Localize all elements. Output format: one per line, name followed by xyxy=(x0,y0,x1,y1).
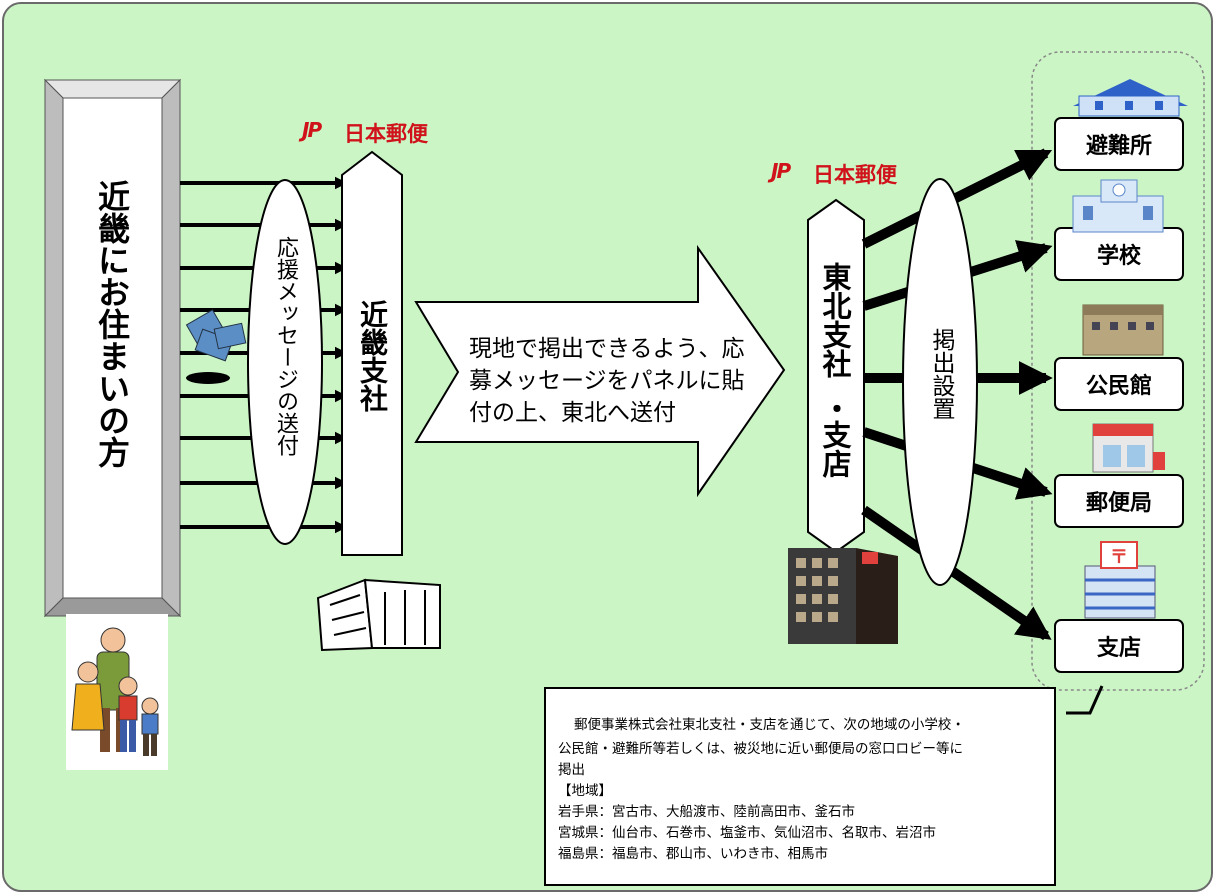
note-line-5: 岩手県：宮古市、大船渡市、陸前高田市、釜石市 xyxy=(558,804,855,820)
letters-icon xyxy=(185,309,247,384)
branch-store-icon: 〒 xyxy=(1084,541,1156,619)
tohoku-branch-shape xyxy=(807,198,865,554)
kinki-branch-shape xyxy=(341,150,403,556)
kinki-building-icon xyxy=(316,578,441,652)
tohoku-branch-label: 東北支社 xyxy=(818,262,852,378)
family-image xyxy=(66,614,168,770)
japan-post-mark-left: JP xyxy=(302,118,322,142)
destination-community-hall: 公民館 xyxy=(1085,374,1152,399)
oval-right xyxy=(902,178,978,586)
oval-right-label: 掲出設置 xyxy=(928,328,954,420)
shelter-icon xyxy=(1073,79,1188,117)
note-line-3: 掲出 xyxy=(558,762,585,778)
big-arrow-line-1: 現地で掲出できるよう、応 xyxy=(469,336,745,362)
big-arrow-line-3: 付の上、東北へ送付 xyxy=(469,400,676,426)
japan-post-logo-left: 日本郵便 xyxy=(344,122,428,146)
source-label: 近畿にお住まいの方 xyxy=(93,180,131,468)
tohoku-building-icon xyxy=(788,548,898,644)
community-hall-icon xyxy=(1082,304,1164,356)
oval-left-label: 応援メッセージの送付 xyxy=(273,236,298,456)
destination-school: 学校 xyxy=(1096,244,1141,269)
note-line-4: 【地域】 xyxy=(558,783,612,799)
note-pointer xyxy=(1066,685,1104,715)
japan-post-logo-right: 日本郵便 xyxy=(813,163,897,187)
note-line-1: 郵便事業株式会社東北支社・支店を通じて、次の地域の小学校・ xyxy=(574,717,965,733)
note-line-7: 福島県：福島市、郡山市、いわき市、相馬市 xyxy=(558,846,828,862)
school-icon xyxy=(1072,179,1164,233)
post-office-icon xyxy=(1092,423,1165,473)
big-arrow xyxy=(414,244,786,498)
oval-left xyxy=(247,179,323,545)
big-arrow-text: 現地で掲出できるよう、応 募メッセージをパネルに貼 付の上、東北へ送付 xyxy=(469,333,745,429)
japan-post-mark-right: JP xyxy=(771,159,791,183)
note-line-2: 公民館・避難所等若しくは、被災地に近い郵便局の窓口ロビー等に xyxy=(558,741,963,757)
tohoku-dot: ・ xyxy=(818,394,852,423)
note-box xyxy=(544,687,1056,886)
note-line-6: 宮城県：仙台市、石巻市、塩釜市、気仙沼市、名取市、岩沼市 xyxy=(558,825,936,841)
source-box xyxy=(43,78,182,618)
destination-boxes xyxy=(1054,117,1184,673)
destination-branch: 支店 xyxy=(1096,636,1141,661)
svg-text:〒: 〒 xyxy=(1110,547,1128,568)
destination-shelter: 避難所 xyxy=(1085,134,1152,159)
big-arrow-line-2: 募メッセージをパネルに貼 xyxy=(469,368,745,394)
kinki-branch-label: 近畿支社 xyxy=(356,300,389,412)
tohoku-store-label: 支店 xyxy=(818,420,852,478)
destination-post-office: 郵便局 xyxy=(1085,491,1152,516)
